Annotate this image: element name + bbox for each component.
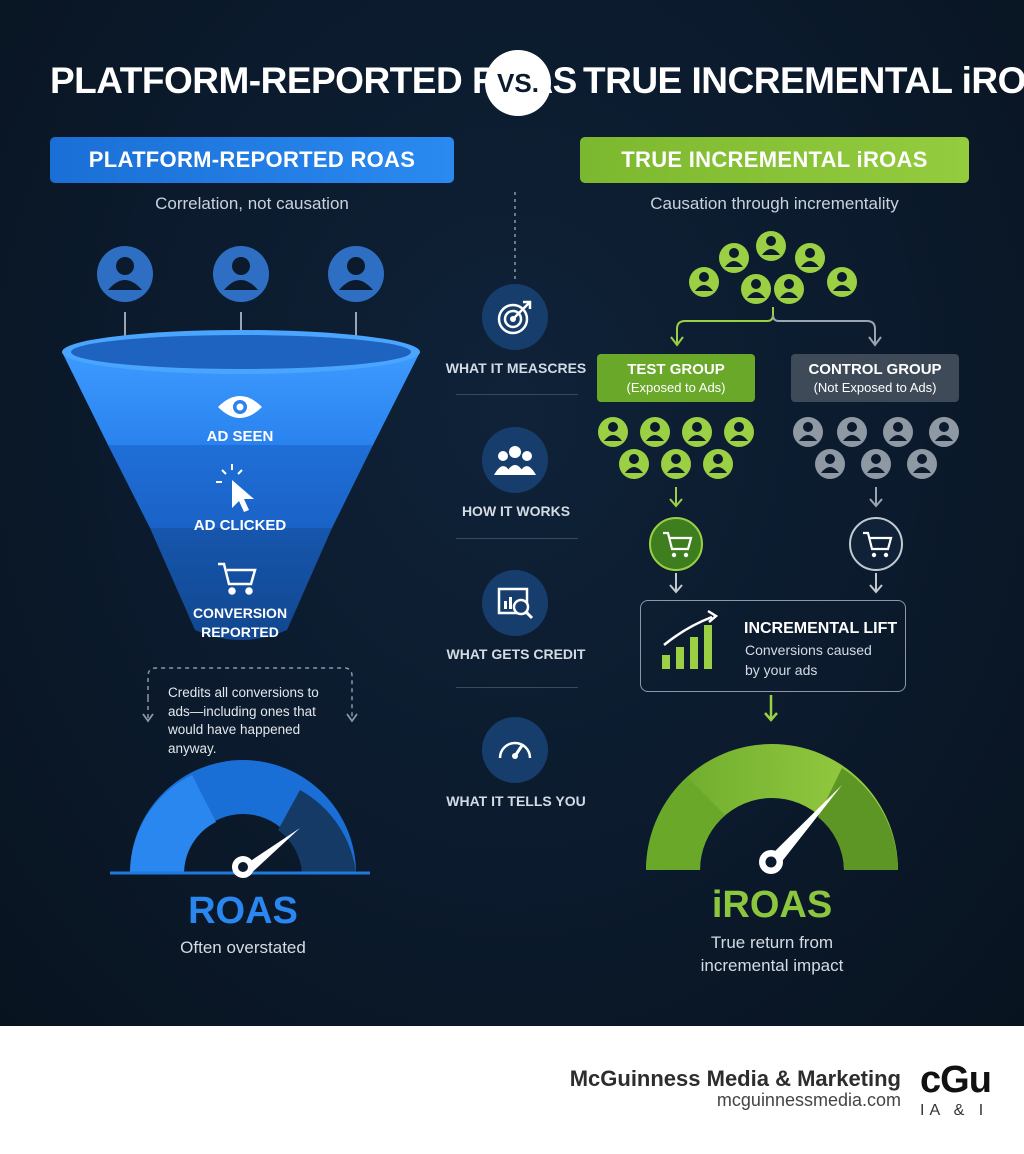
control-group-users [793, 417, 959, 479]
center-label-credit: WHAT GETS CREDIT [446, 646, 586, 662]
analytics-icon [482, 570, 548, 636]
center-divider [456, 394, 578, 395]
user-avatar-icon [861, 449, 891, 479]
test-group-users [598, 417, 754, 479]
incremental-lift-box [640, 600, 906, 692]
center-label-how-it-works: HOW IT WORKS [461, 503, 571, 519]
iroas-gauge [646, 744, 898, 874]
control-group-box: CONTROL GROUP (Not Exposed to Ads) [791, 354, 959, 402]
gauge-icon [482, 717, 548, 783]
left-subtitle: Correlation, not causation [155, 194, 349, 213]
center-divider [456, 538, 578, 539]
user-cluster [689, 231, 857, 304]
funnel-stage-ad-clicked: AD CLICKED [193, 517, 287, 534]
user-avatar-icon [97, 246, 153, 302]
roas-metric-label: ROAS [188, 890, 298, 932]
user-avatar-icon [827, 267, 857, 297]
test-group-sub: (Exposed to Ads) [626, 380, 726, 395]
right-main-title: TRUE INCREMENTAL iROAS [583, 60, 1024, 101]
center-label-tells-you: WHAT IT TELLS YOU [446, 793, 586, 809]
right-subtitle: Causation through incrementality [650, 194, 899, 213]
user-avatar-icon [837, 417, 867, 447]
user-avatar-icon [598, 417, 628, 447]
user-avatar-icon [682, 417, 712, 447]
footer-logo: cGu IA & I [920, 1060, 1024, 1130]
user-avatar-icon [328, 246, 384, 302]
iroas-metric-sub-line1: True return from [710, 933, 834, 952]
user-avatar-icon [907, 449, 937, 479]
bar-chart-icon [662, 609, 719, 669]
control-group-title: CONTROL GROUP [808, 361, 942, 378]
left-note: Credits all conversions to ads—including… [168, 685, 319, 756]
lift-line2: by your ads [745, 662, 818, 678]
user-avatar-icon [795, 243, 825, 273]
funnel-stage-conversion-line1: CONVERSION [192, 605, 288, 621]
center-dotted-line [514, 192, 516, 280]
iroas-metric-sub-line2: incremental impact [700, 956, 844, 975]
left-funnel-graphic [62, 246, 420, 878]
center-divider [456, 687, 578, 688]
footer-brand-name: McGuinness Media & Marketing [569, 1066, 901, 1091]
user-avatar-icon [640, 417, 670, 447]
test-group-box: TEST GROUP (Exposed to Ads) [597, 354, 755, 402]
user-avatar-icon [661, 449, 691, 479]
user-avatar-icon [719, 243, 749, 273]
dashed-bracket [147, 667, 353, 718]
user-avatar-icon [741, 274, 771, 304]
right-header-box: TRUE INCREMENTAL iROAS [580, 137, 969, 183]
infographic-canvas: PLATFORM-REPORTED ROAS VS. TRUE INCREMEN… [0, 0, 1024, 1026]
left-header-box: PLATFORM-REPORTED ROAS [50, 137, 454, 183]
user-avatar-icon [929, 417, 959, 447]
people-icon [482, 427, 548, 493]
user-avatar-icon [793, 417, 823, 447]
logo-text-top: cGu [920, 1060, 992, 1101]
vs-badge: VS. [485, 50, 551, 116]
user-avatar-icon [774, 274, 804, 304]
roas-gauge [110, 760, 370, 878]
cursor-click-icon [216, 464, 254, 512]
target-icon [482, 284, 548, 350]
roas-metric-sub: Often overstated [180, 938, 306, 957]
funnel-stage-conversion-line2: REPORTED [201, 624, 279, 640]
logo-text-bottom: IA & I [920, 1102, 989, 1119]
user-avatar-icon [883, 417, 913, 447]
lift-title: INCREMENTAL LIFT [744, 620, 898, 637]
test-group-title: TEST GROUP [627, 361, 725, 378]
control-cart-icon [849, 517, 903, 571]
right-incrementality-graphic [598, 231, 959, 874]
footer-brand-url[interactable]: mcguinnessmedia.com [716, 1090, 901, 1110]
user-avatar-icon [815, 449, 845, 479]
cart-icon [218, 562, 257, 595]
user-avatar-icon [703, 449, 733, 479]
user-avatar-icon [724, 417, 754, 447]
center-label-measures: WHAT IT MEASCRES [445, 360, 587, 376]
user-avatar-icon [689, 267, 719, 297]
funnel-stage-ad-seen: AD SEEN [206, 428, 274, 445]
iroas-metric-label: iROAS [711, 884, 833, 926]
test-cart-icon [649, 517, 703, 571]
control-group-sub: (Not Exposed to Ads) [813, 380, 937, 395]
user-avatar-icon [756, 231, 786, 261]
eye-icon [218, 396, 262, 418]
user-avatar-icon [213, 246, 269, 302]
lift-line1: Conversions caused [745, 642, 872, 658]
user-avatar-icon [619, 449, 649, 479]
